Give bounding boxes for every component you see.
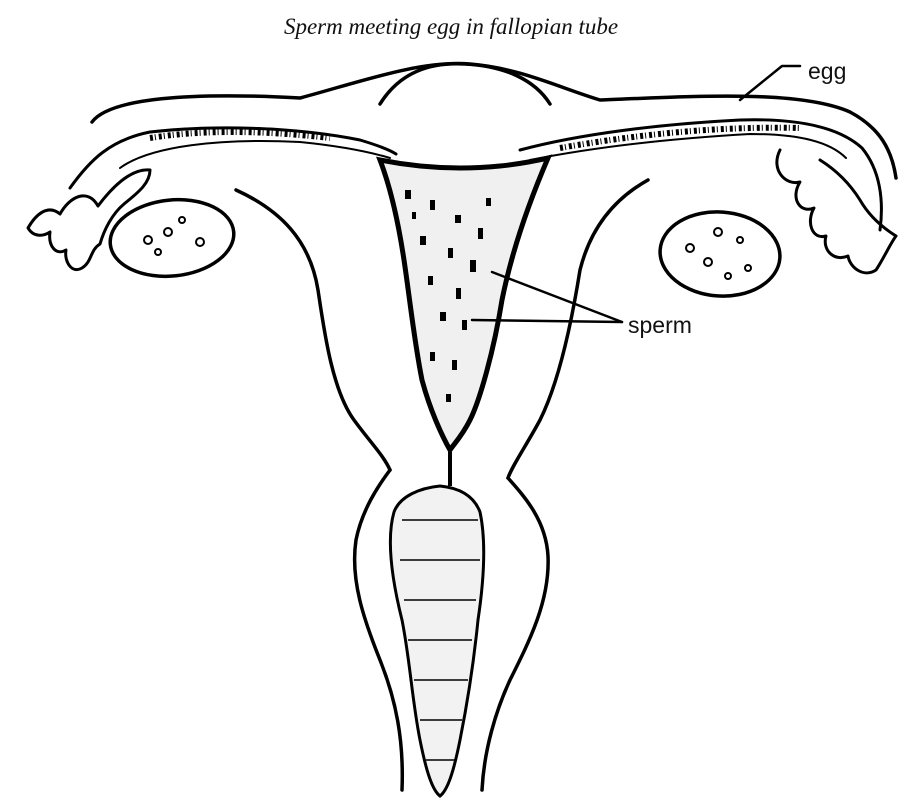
sperm-label: sperm (628, 312, 692, 339)
left-ovary-follicles (144, 217, 204, 255)
right-ovary-follicles (686, 228, 751, 279)
uterus-right-wall (508, 180, 648, 478)
right-ovary (657, 208, 783, 300)
vaginal-canal (390, 486, 483, 796)
uterus-left-wall (236, 190, 390, 470)
right-tube-texture (560, 128, 800, 148)
sperm-leader-line-1 (492, 272, 622, 322)
vaginal-right-wall (482, 478, 548, 790)
left-fimbriae (28, 170, 150, 270)
right-fimbriae (777, 150, 896, 273)
left-fallopian-tube (70, 128, 396, 188)
left-tube-inner (120, 141, 390, 168)
left-tube-texture (150, 132, 330, 138)
left-ovary (106, 194, 237, 283)
egg-label: egg (808, 58, 846, 85)
uterine-cavity (380, 158, 548, 450)
